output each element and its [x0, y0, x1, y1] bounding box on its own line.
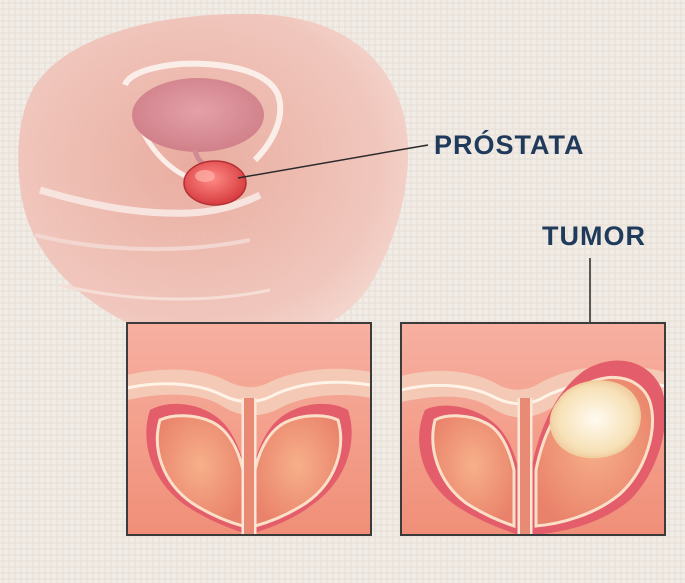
bladder — [132, 78, 264, 152]
panel-tumor-prostate — [401, 323, 665, 535]
prostate-label: PRÓSTATA — [434, 130, 585, 161]
prostate-gland — [184, 161, 246, 205]
tumor-label: TUMOR — [542, 221, 646, 252]
panel-normal-prostate — [127, 323, 371, 535]
